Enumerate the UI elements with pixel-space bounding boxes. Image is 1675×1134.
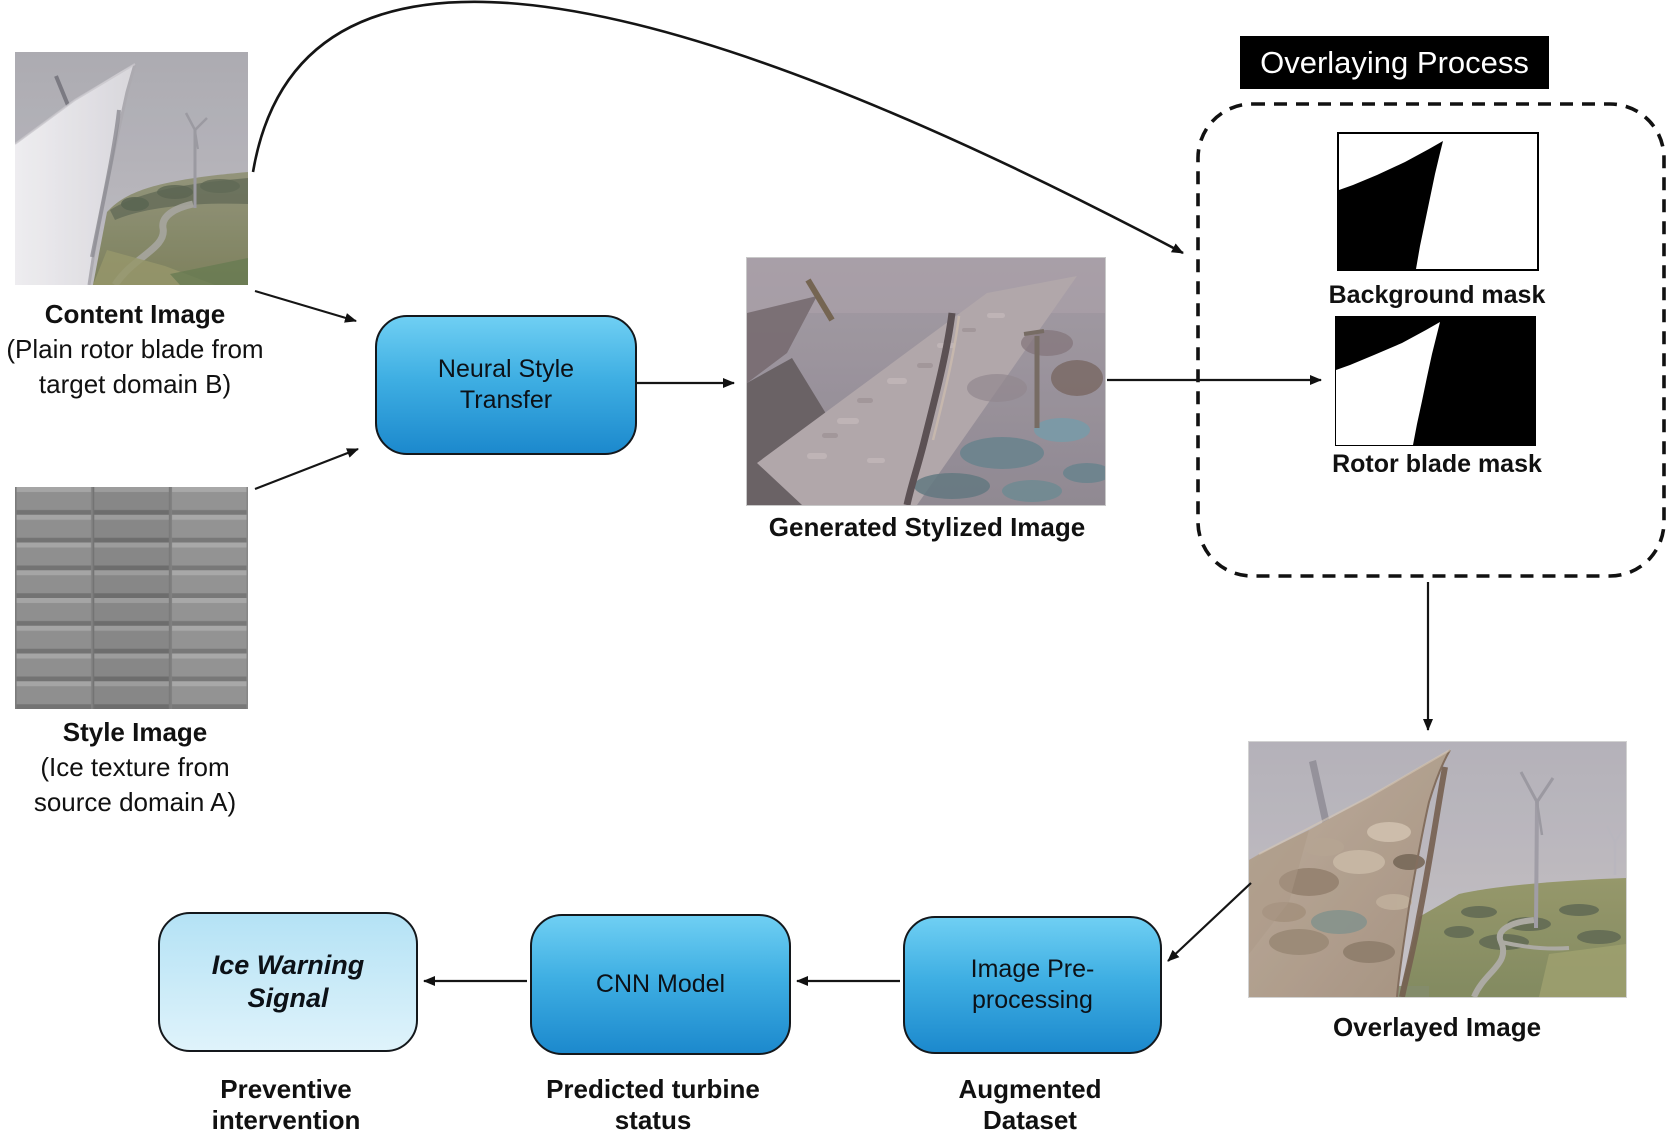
cnn-model-box: CNN Model [530, 914, 791, 1055]
overlayed-image-illustration [1249, 742, 1626, 997]
generated-stylized-image-title: Generated Stylized Image [768, 512, 1086, 542]
stylized-pole [1023, 329, 1045, 428]
style-image-caption: Style Image (Ice texture from source dom… [0, 715, 270, 820]
arrow-content-to-overlaying-process [251, 0, 1184, 255]
background-mask-image [1337, 132, 1539, 271]
generated-stylized-illustration [747, 258, 1105, 505]
overlayed-iced-blade [1249, 749, 1451, 997]
overlayed-image-title: Overlayed Image [1332, 1012, 1542, 1042]
neural-style-transfer-label-line2: Transfer [459, 386, 553, 414]
stylized-stick [805, 278, 835, 322]
preventive-intervention-caption: Preventive intervention [211, 1074, 361, 1134]
augmented-dataset-caption: Augmented Dataset [958, 1074, 1102, 1134]
style-image-illustration [15, 487, 248, 709]
arrow-style-to-nst [254, 447, 359, 491]
ice-warning-signal-label-line1: Ice Warning [211, 950, 365, 980]
image-preprocessing-label-line1: Image Pre- [970, 955, 1095, 983]
rotor-blade-mask-label: Rotor blade mask [1332, 450, 1542, 478]
overlayed-image-photo [1249, 742, 1626, 997]
hedgerows [1444, 904, 1621, 950]
ice-warning-signal-label-line2: Signal [247, 983, 329, 1013]
background-mask-label: Background mask [1328, 281, 1546, 309]
distant-turbine [184, 112, 208, 208]
blade-ridge-line [903, 312, 956, 505]
generated-stylized-image-photo [747, 258, 1105, 505]
arrow-overlayed-to-preprocessing [1167, 882, 1252, 962]
image-preprocessing-label-line2: processing [972, 986, 1093, 1014]
content-image-caption-line1: (Plain rotor blade from [6, 334, 264, 364]
rotor-blade-mask-image [1335, 316, 1536, 446]
content-image-caption: Content Image (Plain rotor blade from ta… [0, 297, 270, 402]
style-image-title: Style Image [62, 717, 208, 747]
predicted-turbine-status-caption: Predicted turbine status [546, 1074, 760, 1134]
content-image-photo [15, 52, 248, 285]
overlayed-faint-turbine [1606, 825, 1624, 875]
teal-patches [914, 418, 1105, 502]
cnn-model-label: CNN Model [595, 970, 726, 998]
overlaying-process-dashed-frame [1196, 102, 1666, 578]
overlaying-process-title: Overlaying Process [1240, 36, 1549, 89]
overlayed-image-caption: Overlayed Image [1287, 1012, 1587, 1043]
content-image-illustration [15, 52, 248, 285]
generated-stylized-image-caption: Generated Stylized Image [697, 512, 1157, 543]
style-image-photo [15, 487, 248, 709]
foreground-blade [15, 63, 137, 285]
style-image-caption-line2: source domain A) [33, 787, 237, 817]
overlayed-distant-turbine [1519, 771, 1555, 929]
neural-style-transfer-box: Neural Style Transfer [375, 315, 637, 455]
content-image-caption-line2: target domain B) [38, 369, 232, 399]
arrow-content-to-nst [254, 289, 357, 323]
style-image-caption-line1: (Ice texture from [40, 752, 230, 782]
content-image-title: Content Image [44, 299, 226, 329]
shadow-speckles [822, 328, 976, 438]
ice-warning-signal-box: Ice Warning Signal [158, 912, 418, 1052]
image-preprocessing-box: Image Pre- processing [903, 916, 1162, 1054]
neural-style-transfer-label-line1: Neural Style [437, 355, 575, 383]
